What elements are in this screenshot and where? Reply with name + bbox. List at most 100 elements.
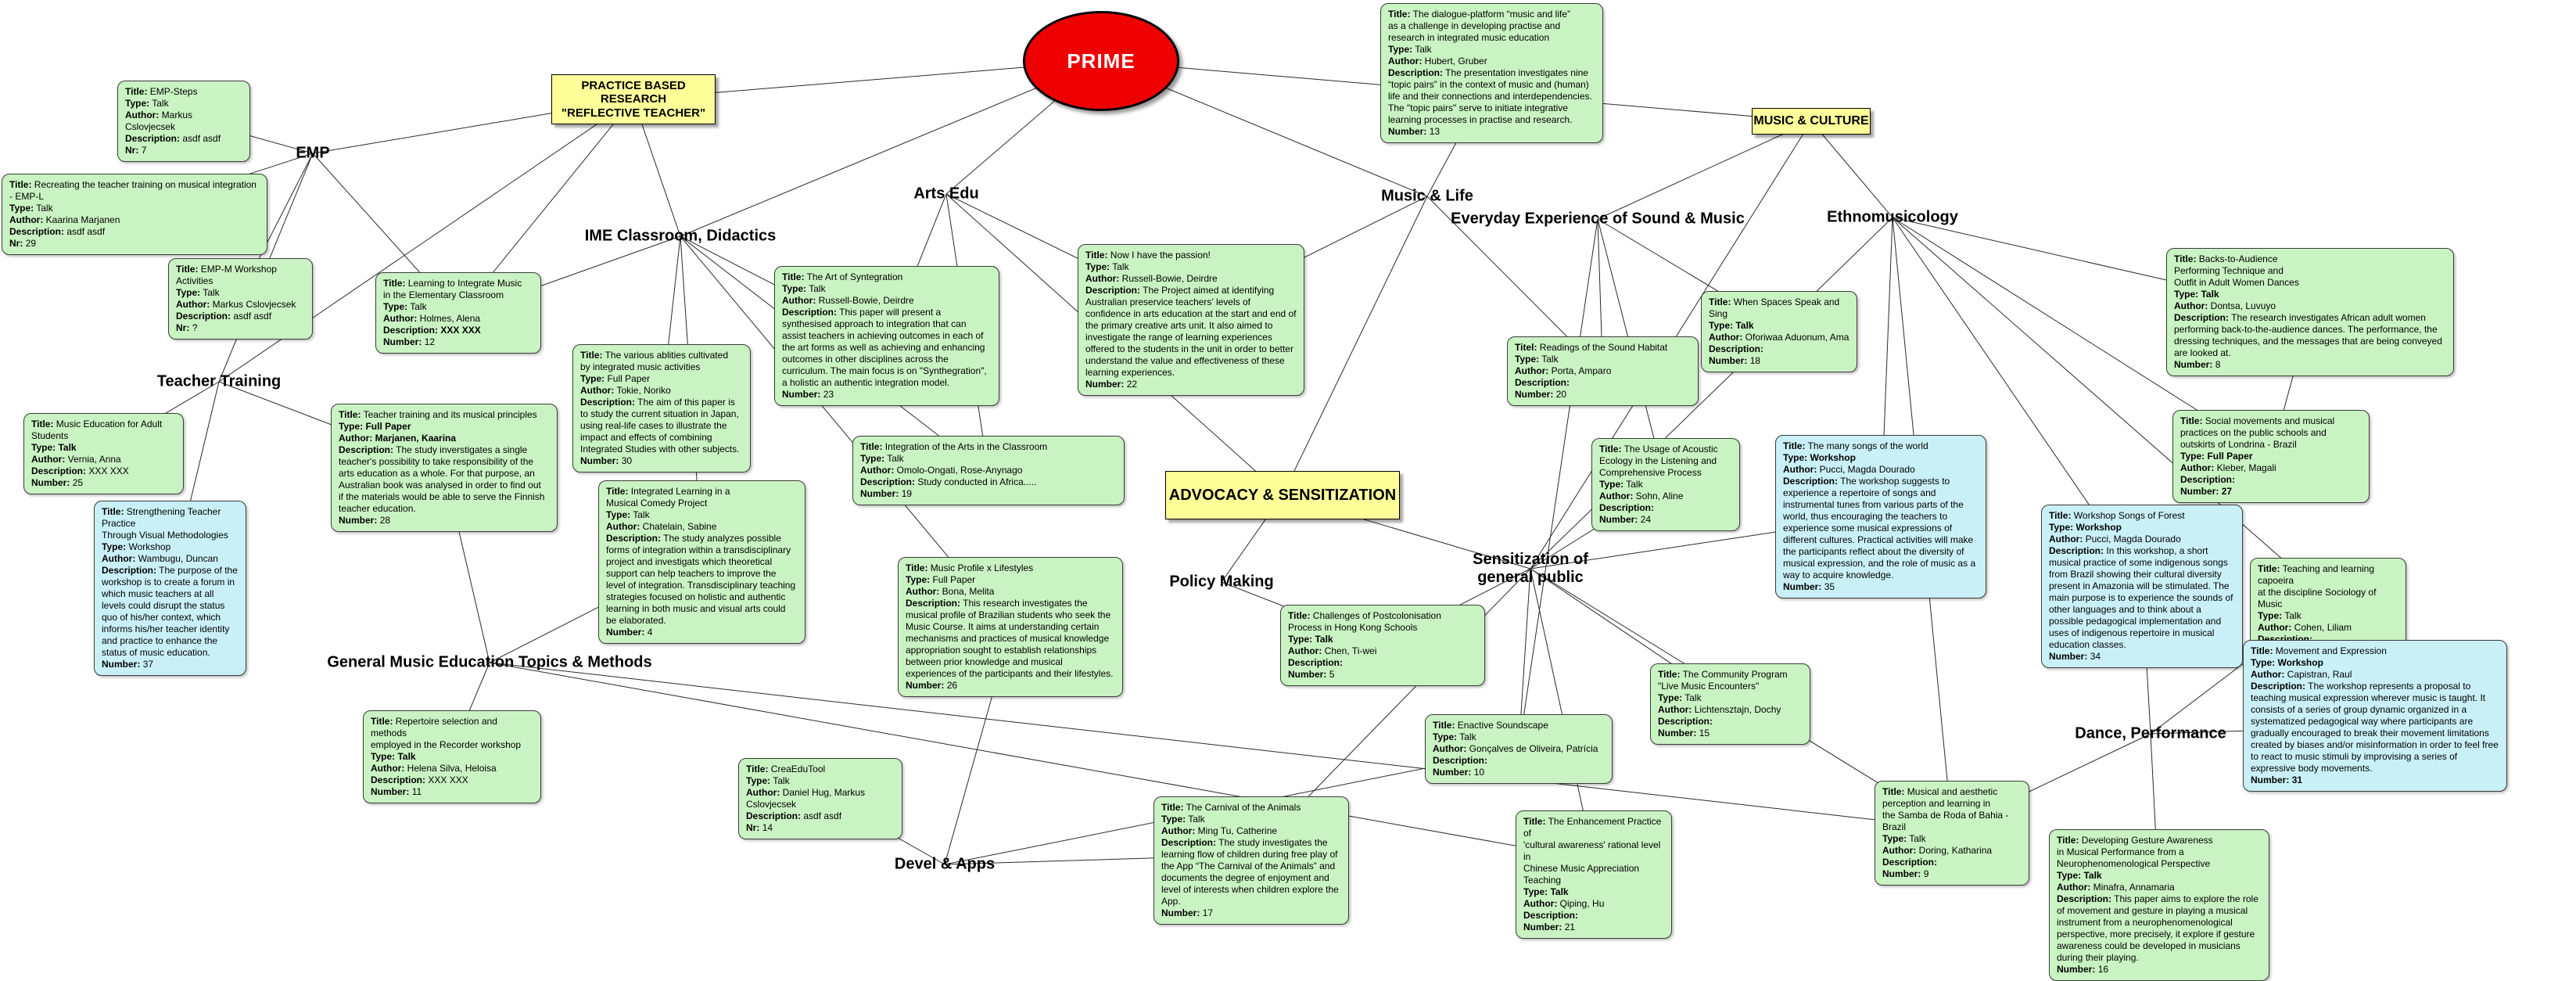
field-value: Movement and Expression <box>2275 645 2387 656</box>
field-value: Backs-to-Audience Performing Technique a… <box>2174 253 2299 288</box>
node-developing[interactable]: Title: Developing Gesture Awareness in M… <box>2049 829 2269 981</box>
field-row: Title: Music Education for Adult Student… <box>31 419 176 442</box>
field-row: Type: Full Paper <box>339 421 550 433</box>
field-value: Talk <box>2201 289 2219 300</box>
field-row: Author: Tokie, Noriko <box>580 385 743 397</box>
field-row: Author: Chen, Ti-wei <box>1288 645 1477 657</box>
node-backs[interactable]: Title: Backs-to-Audience Performing Tech… <box>2166 248 2454 376</box>
edge-everyday-enactive <box>1518 218 1598 750</box>
field-value: Talk <box>397 751 416 762</box>
field-row: Type: Talk <box>1433 731 1605 743</box>
node-music-edu-adult[interactable]: Title: Music Education for Adult Student… <box>23 413 184 494</box>
field-label: Number: <box>606 627 645 638</box>
field-label: Author: <box>1882 845 1917 856</box>
node-comedy[interactable]: Title: Integrated Learning in a Musical … <box>598 480 805 644</box>
field-label: Description: <box>606 533 662 544</box>
node-teacher-principles[interactable]: Title: Teacher training and its musical … <box>331 404 558 532</box>
topic-label-general-topics[interactable]: General Music Education Topics & Methods <box>327 653 652 671</box>
field-row: Title: The various ablities cultivated b… <box>580 350 743 373</box>
field-row: Description: <box>1515 377 1691 389</box>
edge-everyday-music-culture <box>1597 120 1812 220</box>
field-row: Type: Talk <box>860 453 1117 465</box>
topic-label-dance[interactable]: Dance, Performance <box>2075 724 2226 742</box>
node-dialogue[interactable]: Title: The dialogue-platform “music and … <box>1380 3 1603 143</box>
field-label: Author: <box>9 214 44 225</box>
field-row: Title: Challenges of Postcolonisation Pr… <box>1288 610 1477 634</box>
topic-label-policy[interactable]: Policy Making <box>1169 573 1274 591</box>
field-row: Number: 13 <box>1388 126 1595 138</box>
field-row: Type: Full Paper <box>906 574 1115 586</box>
field-label: Type: <box>102 541 127 552</box>
field-label: Description: <box>339 444 394 455</box>
field-row: Number: 17 <box>1161 907 1341 919</box>
category-music-culture[interactable]: MUSIC & CULTURE <box>1752 108 1871 135</box>
field-row: Description: This paper will present a s… <box>782 307 992 389</box>
topic-label-everyday[interactable]: Everyday Experience of Sound & Music <box>1451 210 1745 228</box>
field-value: 29 <box>25 238 37 249</box>
node-various[interactable]: Title: The various ablities cultivated b… <box>572 344 751 473</box>
field-value: The research investigates African adult … <box>2174 312 2445 358</box>
field-row: Nr: 7 <box>125 145 242 156</box>
field-label: Title: <box>339 409 361 420</box>
field-row: Title: Workshop Songs of Forest <box>2049 510 2235 522</box>
field-label: Title: <box>2258 563 2280 574</box>
node-musical-aesthetic[interactable]: Title: Musical and aesthetic perception … <box>1875 781 2029 886</box>
node-learning[interactable]: Title: Learning to Integrate Music in th… <box>375 272 541 354</box>
field-label: Author: <box>2251 669 2285 680</box>
node-usage[interactable]: Title: The Usage of Acoustic Ecology in … <box>1591 438 1740 531</box>
field-value: Full Paper <box>365 421 411 432</box>
node-integration-arts[interactable]: Title: Integration of the Arts in the Cl… <box>852 436 1125 505</box>
topic-label-music-life[interactable]: Music & Life <box>1381 187 1473 205</box>
node-enhancement[interactable]: Title: The Enhancement Practice of 'cult… <box>1516 810 1672 939</box>
category-advocacy[interactable]: ADVOCACY & SENSITIZATION <box>1165 471 1400 519</box>
field-row: Number: 25 <box>31 477 176 489</box>
field-value: Talk <box>2083 870 2102 881</box>
topic-label-ethno[interactable]: Ethnomusicology <box>1827 208 1958 226</box>
field-label: Number: <box>782 389 821 400</box>
field-row: Title: Music Profile x Lifestyles <box>906 562 1115 574</box>
topic-label-devel[interactable]: Devel & Apps <box>894 855 996 873</box>
node-recreating[interactable]: Title: Recreating the teacher training o… <box>2 174 267 255</box>
field-label: Title: <box>606 486 629 497</box>
category-practice-based[interactable]: PRACTICE BASED RESEARCH "REFLECTIVE TEAC… <box>551 74 716 124</box>
field-label: Number: <box>580 455 619 466</box>
node-community[interactable]: Title: The Community Program "Live Music… <box>1650 663 1810 745</box>
topic-label-teacher-training[interactable]: Teacher Training <box>156 372 282 390</box>
field-row: Author: Ming Tu, Catherine <box>1161 825 1341 837</box>
topic-label-emp[interactable]: EMP <box>296 144 330 162</box>
topic-label-ime[interactable]: IME Classroom, Didactics <box>584 227 777 245</box>
node-social[interactable]: Title: Social movements and musical prac… <box>2172 410 2370 503</box>
node-now-passion[interactable]: Title: Now I have the passion!Type: Talk… <box>1078 244 1304 396</box>
field-row: Description: The presentation investigat… <box>1388 67 1595 126</box>
field-value: Workshop Songs of Forest <box>2073 510 2185 521</box>
field-value: Talk <box>1909 833 1926 844</box>
topic-label-sensitization[interactable]: Sensitization of general public <box>1473 551 1588 586</box>
field-row: Number: 20 <box>1515 389 1691 401</box>
field-value: Chatelain, Sabine <box>642 521 717 532</box>
field-row: Type: Talk <box>1709 320 1849 332</box>
field-label: Number: <box>383 336 422 347</box>
node-strengthening[interactable]: Title: Strengthening Teacher Practice Th… <box>94 501 246 676</box>
node-repertoire[interactable]: Title: Repertoire selection and methods … <box>363 710 541 803</box>
field-row: Title: The Carnival of the Animals <box>1161 802 1341 814</box>
field-row: Description: XXX XXX <box>31 465 176 477</box>
node-challenges[interactable]: Title: Challenges of Postcolonisation Pr… <box>1280 605 1485 686</box>
edge-general-topics-musical-aesthetic <box>489 662 1953 829</box>
field-label: Title: <box>2180 415 2203 426</box>
field-row: Title: The many songs of the world <box>1783 440 1979 452</box>
topic-label-arts-edu[interactable]: Arts Edu <box>913 185 979 203</box>
field-label: Description: <box>2057 893 2112 904</box>
prime-root-node[interactable]: PRIME <box>1023 11 1179 111</box>
